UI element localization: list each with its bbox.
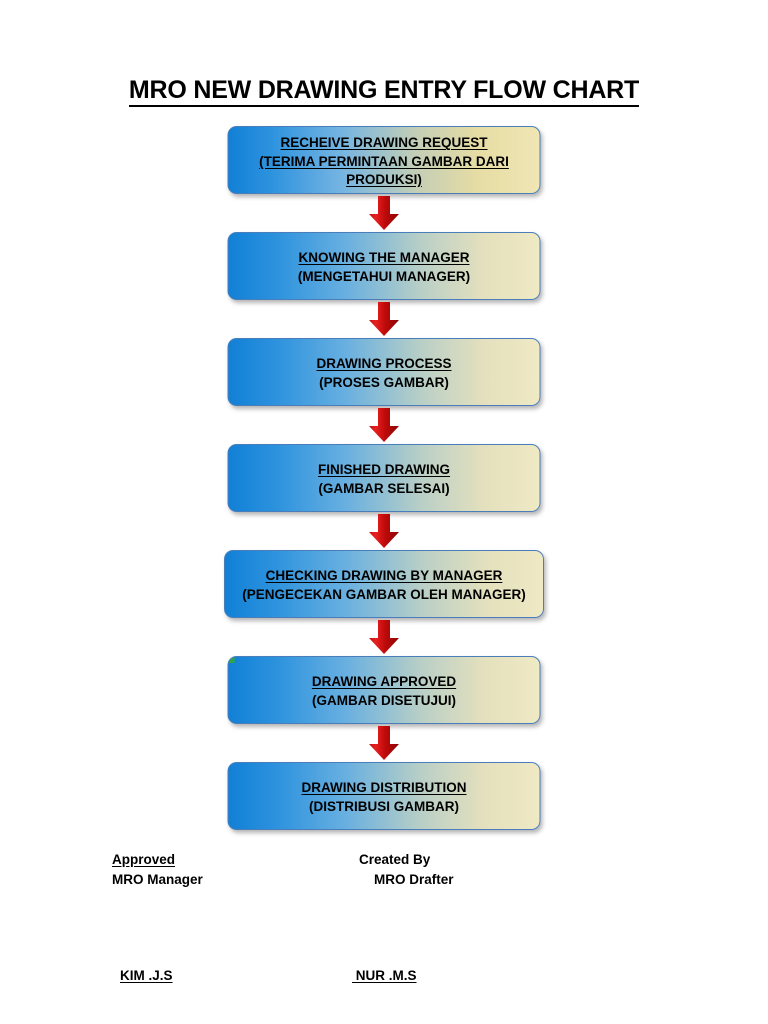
- signature-role-row: MRO Manager MRO Drafter: [0, 870, 768, 890]
- flow-node-line-secondary: (PENGECEKAN GAMBAR OLEH MANAGER): [242, 587, 526, 602]
- flow-node-line-primary: FINISHED DRAWING: [317, 462, 450, 477]
- flow-node-receive-drawing-request[interactable]: RECHEIVE DRAWING REQUEST (TERIMA PERMINT…: [227, 126, 541, 194]
- down-arrow-icon: [366, 196, 402, 232]
- flow-node-line-primary: DRAWING APPROVED: [311, 674, 457, 689]
- flowchart: RECHEIVE DRAWING REQUEST (TERIMA PERMINT…: [0, 126, 768, 832]
- flow-arrow-wrapper: [0, 726, 768, 762]
- flow-node-wrapper: DRAWING PROCESS (PROSES GAMBAR): [0, 338, 768, 408]
- down-arrow-icon: [366, 726, 402, 762]
- flow-node-line-primary: KNOWING THE MANAGER: [298, 250, 470, 265]
- flow-node-line-secondary: (GAMBAR SELESAI): [318, 481, 450, 496]
- page-title: MRO NEW DRAWING ENTRY FLOW CHART: [0, 76, 768, 107]
- page-title-text: MRO NEW DRAWING ENTRY FLOW CHART: [128, 76, 639, 107]
- down-arrow-icon: [366, 408, 402, 444]
- flow-node-checking-drawing-by-manager[interactable]: CHECKING DRAWING BY MANAGER (PENGECEKAN …: [224, 550, 544, 618]
- approved-label: Approved: [112, 852, 176, 867]
- flow-arrow-wrapper: [0, 514, 768, 550]
- flow-node-line-secondary: (PROSES GAMBAR): [319, 375, 449, 390]
- flow-node-drawing-process[interactable]: DRAWING PROCESS (PROSES GAMBAR): [227, 338, 541, 406]
- down-arrow-icon: [366, 302, 402, 338]
- flow-node-drawing-distribution[interactable]: DRAWING DISTRIBUTION (DISTRIBUSI GAMBAR): [227, 762, 541, 830]
- flow-node-drawing-approved[interactable]: DRAWING APPROVED (GAMBAR DISETUJUI): [227, 656, 541, 724]
- created-by-role: MRO Drafter: [374, 872, 454, 887]
- signature-name-row: KIM .J.S NUR .M.S: [0, 966, 768, 986]
- flow-node-line-secondary: (MENGETAHUI MANAGER): [297, 269, 471, 284]
- flow-node-line-primary: CHECKING DRAWING BY MANAGER: [265, 568, 503, 583]
- created-by-label: Created By: [359, 852, 431, 867]
- flow-node-wrapper: DRAWING APPROVED (GAMBAR DISETUJUI): [0, 656, 768, 726]
- flow-arrow-wrapper: [0, 196, 768, 232]
- flow-node-wrapper: FINISHED DRAWING (GAMBAR SELESAI): [0, 444, 768, 514]
- down-arrow-icon: [366, 620, 402, 656]
- signature-header-row: Approved Created By: [0, 850, 768, 870]
- approved-signature-name: KIM .J.S: [120, 968, 173, 983]
- flow-node-line-secondary: (GAMBAR DISETUJUI): [312, 693, 456, 708]
- flow-node-line-primary: DRAWING DISTRIBUTION: [301, 780, 467, 795]
- down-arrow-icon: [366, 514, 402, 550]
- flow-node-knowing-the-manager[interactable]: KNOWING THE MANAGER (MENGETAHUI MANAGER): [227, 232, 541, 300]
- flow-node-line-primary: DRAWING PROCESS: [316, 356, 452, 371]
- flow-node-wrapper: KNOWING THE MANAGER (MENGETAHUI MANAGER): [0, 232, 768, 302]
- flow-arrow-wrapper: [0, 408, 768, 444]
- flow-node-wrapper: DRAWING DISTRIBUTION (DISTRIBUSI GAMBAR): [0, 762, 768, 832]
- flow-node-wrapper: CHECKING DRAWING BY MANAGER (PENGECEKAN …: [0, 550, 768, 620]
- selection-marker-icon: [228, 657, 235, 663]
- flow-arrow-wrapper: [0, 302, 768, 338]
- flow-node-line-secondary: (DISTRIBUSI GAMBAR): [309, 799, 459, 814]
- signature-block: Approved Created By MRO Manager MRO Draf…: [0, 850, 768, 986]
- flow-node-line-tertiary: PRODUKSI): [346, 172, 422, 187]
- signature-space: [0, 890, 768, 966]
- created-by-signature-name: NUR .M.S: [352, 968, 417, 983]
- flow-node-wrapper: RECHEIVE DRAWING REQUEST (TERIMA PERMINT…: [0, 126, 768, 196]
- flow-node-finished-drawing[interactable]: FINISHED DRAWING (GAMBAR SELESAI): [227, 444, 541, 512]
- flow-node-line-primary: RECHEIVE DRAWING REQUEST: [280, 135, 488, 150]
- flow-arrow-wrapper: [0, 620, 768, 656]
- approved-role: MRO Manager: [112, 872, 203, 887]
- flow-node-line-secondary: (TERIMA PERMINTAAN GAMBAR DARI: [259, 154, 509, 169]
